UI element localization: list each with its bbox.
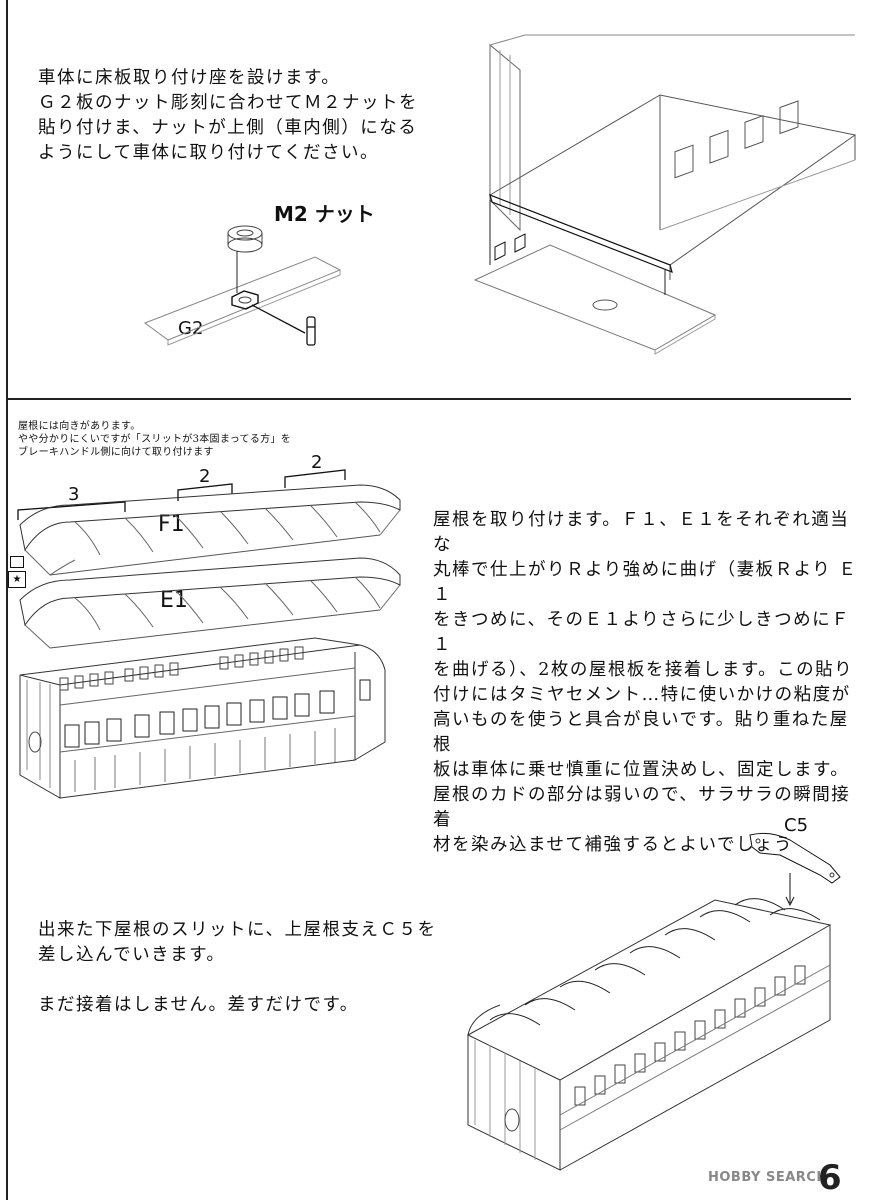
- square-mark: [10, 556, 24, 568]
- car-body-floor-illustration: [460, 30, 860, 360]
- slit-count-label: 3: [68, 484, 80, 505]
- nut-plate-illustration: [140, 215, 380, 365]
- roof-and-coach-illustration: [15, 480, 405, 800]
- slit-count-label: 2: [311, 452, 323, 473]
- step3-instructions: 出来た下屋根のスリットに、上屋根支えＣ５を 差し込んでいきます。 まだ接着はしま…: [38, 920, 437, 1015]
- roof-e1-label: E1: [160, 588, 188, 613]
- roof-support-illustration: [460, 825, 860, 1175]
- left-margin-rule: [6, 0, 8, 1200]
- page-number: 6: [818, 1158, 842, 1198]
- m2-nut-label: M2 ナット: [274, 202, 375, 226]
- star-mark: ★: [8, 571, 26, 588]
- slit-count-label: 2: [199, 466, 211, 487]
- roof-f1-label: F1: [158, 512, 185, 537]
- roof-instructions: 屋根を取り付けます。Ｆ１、Ｅ１をそれぞれ適当な 丸棒で仕上がりＲより強めに曲げ（…: [433, 510, 858, 855]
- section-divider: [6, 398, 851, 400]
- step1-instructions: 車体に床板取り付け座を設けます。 Ｇ２板のナット彫刻に合わせてＭ２ナットを 貼り…: [38, 68, 418, 163]
- c5-part-label: C5: [784, 815, 809, 836]
- roof-orientation-note: 屋根には向きがあります。 やや分かりにくいですが「スリットが3本固まってる方」を…: [18, 421, 292, 458]
- watermark: HOBBY SEARCH: [708, 1170, 828, 1185]
